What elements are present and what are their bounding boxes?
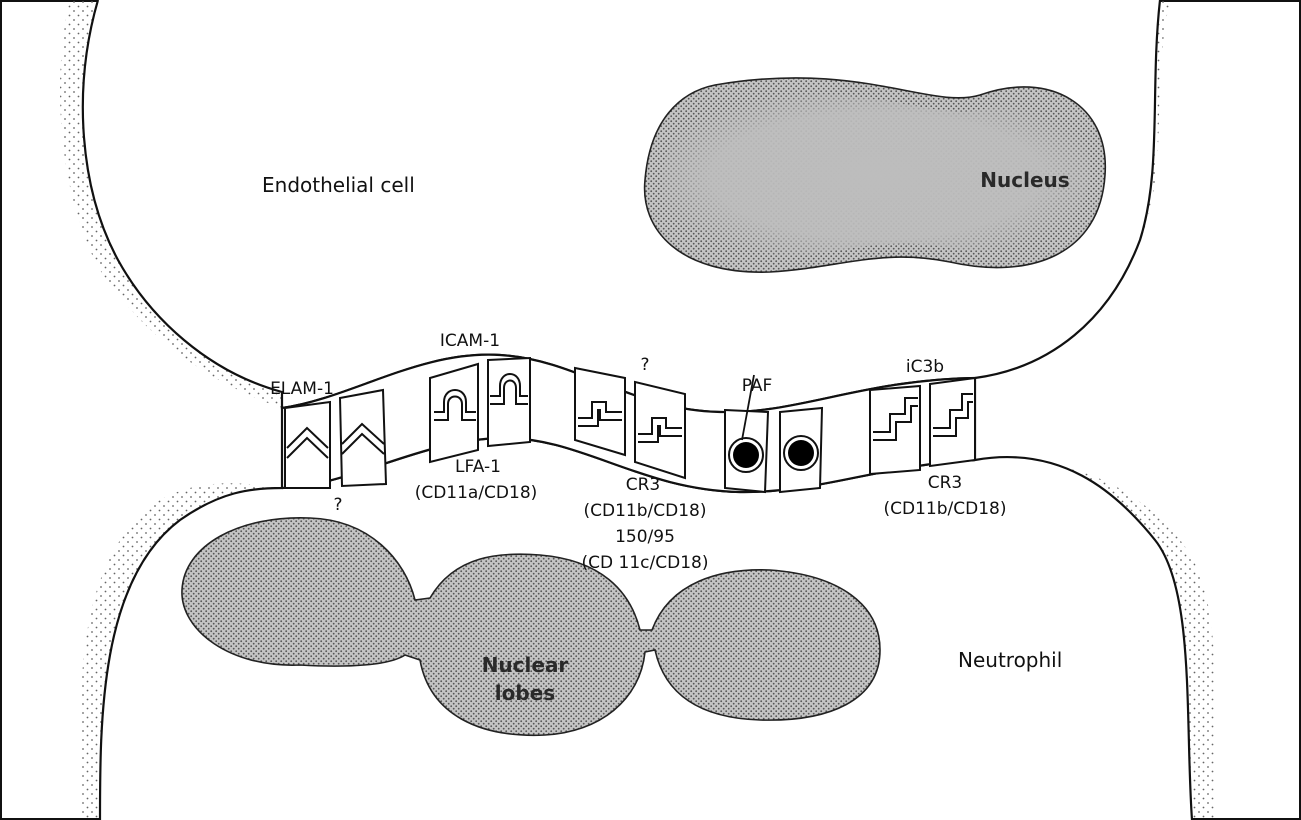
nucleus-label: Nucleus xyxy=(980,168,1069,192)
paf-dot-2 xyxy=(788,440,814,466)
ic3b-label: iC3b xyxy=(906,357,944,377)
cr3-b-label: CR3 xyxy=(928,473,963,493)
elam1-label: ELAM-1 xyxy=(270,379,334,399)
p15095-sub-label: (CD 11c/CD18) xyxy=(582,553,709,573)
endothelial-nucleus: Nucleus xyxy=(645,78,1106,272)
unknown-ligand-label: ? xyxy=(640,355,649,375)
cr3-sub-label: (CD11b/CD18) xyxy=(584,501,707,521)
paf-dot-1 xyxy=(733,442,759,468)
cr3-b-sub-label: (CD11b/CD18) xyxy=(884,499,1007,519)
lfa1-label: LFA-1 xyxy=(455,457,501,477)
endothelial-cell-label: Endothelial cell xyxy=(262,173,415,197)
paf-label: PAF xyxy=(742,376,773,396)
neutrophil-label: Neutrophil xyxy=(958,648,1062,672)
nuclear-lobes-label-2: lobes xyxy=(495,681,555,705)
cr3-label: CR3 xyxy=(626,475,661,495)
icam1-label: ICAM-1 xyxy=(440,331,500,351)
elam1-ligand-label: ? xyxy=(333,495,342,515)
p15095-label: 150/95 xyxy=(615,527,675,547)
nuclear-lobes-label-1: Nuclear xyxy=(482,653,569,677)
lfa1-sub-label: (CD11a/CD18) xyxy=(415,483,538,503)
